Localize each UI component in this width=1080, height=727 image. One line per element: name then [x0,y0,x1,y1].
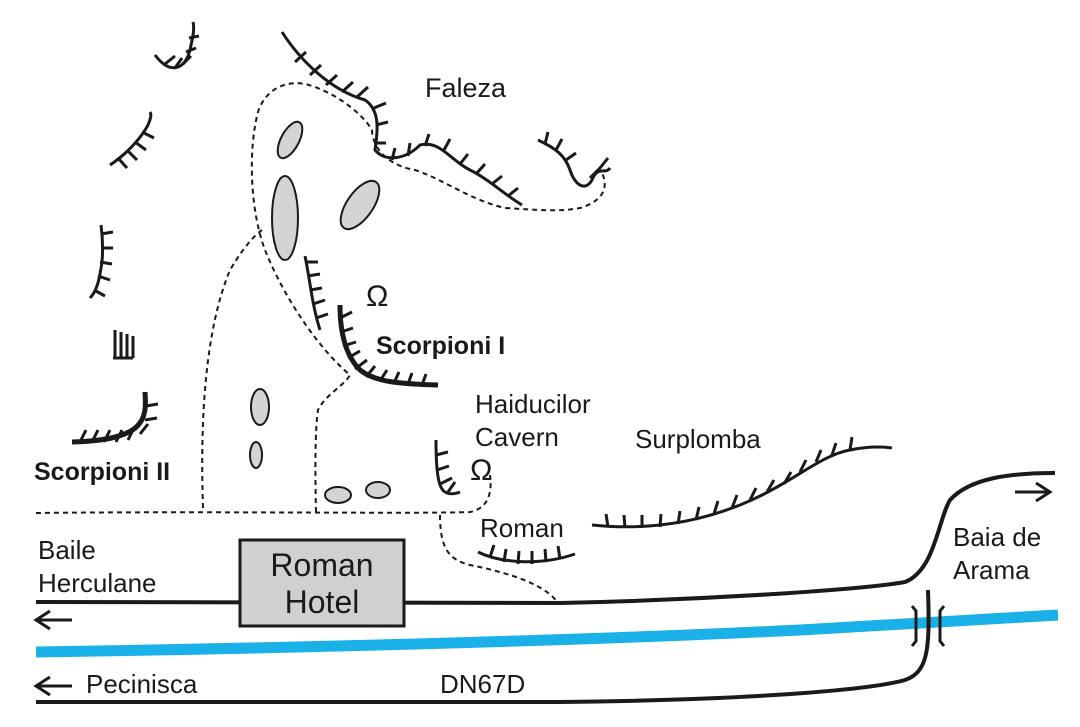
cliff-hatch-icon [88,21,200,360]
label-scorpioni-2: Scorpioni II [34,458,170,486]
arrow-left-icon [33,609,72,631]
label-cavern: Cavern [475,422,559,452]
label-scorpioni-1: Scorpioni I [376,332,505,360]
boulders [249,120,391,504]
cliff-hatch-icon [477,544,576,565]
cliff-hatch-icon [591,436,893,529]
cliff-hatch-icon [434,439,461,496]
road-dn67d [36,589,931,704]
label-roman: Roman [480,513,564,543]
label-baia-de: Baia de [953,522,1041,552]
cliff-hatch-icon [303,255,428,386]
hotel-label-line1: Roman [270,547,373,583]
arrow-right-icon [1015,481,1053,503]
cliff-hatch-icon [280,31,612,207]
label-herculane: Herculane [38,568,157,598]
river [35,609,1059,658]
cave-icon: Ω [470,454,492,487]
arrow-left-icon [33,675,72,697]
roman-hotel [238,538,406,628]
label-arama: Arama [953,555,1030,585]
cliff-hatch-icon [78,402,159,443]
label-surplomba: Surplomba [635,424,761,454]
label-dn67d: DN67D [440,669,525,699]
label-pecinisca: Pecinisca [86,669,198,699]
label-faleza: Faleza [425,73,507,103]
hotel-label-line2: Hotel [285,584,360,620]
trails [35,82,606,604]
label-baile: Baile [38,535,96,565]
cave-icon: Ω [366,280,388,313]
label-haiducilor: Haiducilor [475,389,591,419]
bridge-icon [910,605,946,647]
road-main [35,471,1056,606]
